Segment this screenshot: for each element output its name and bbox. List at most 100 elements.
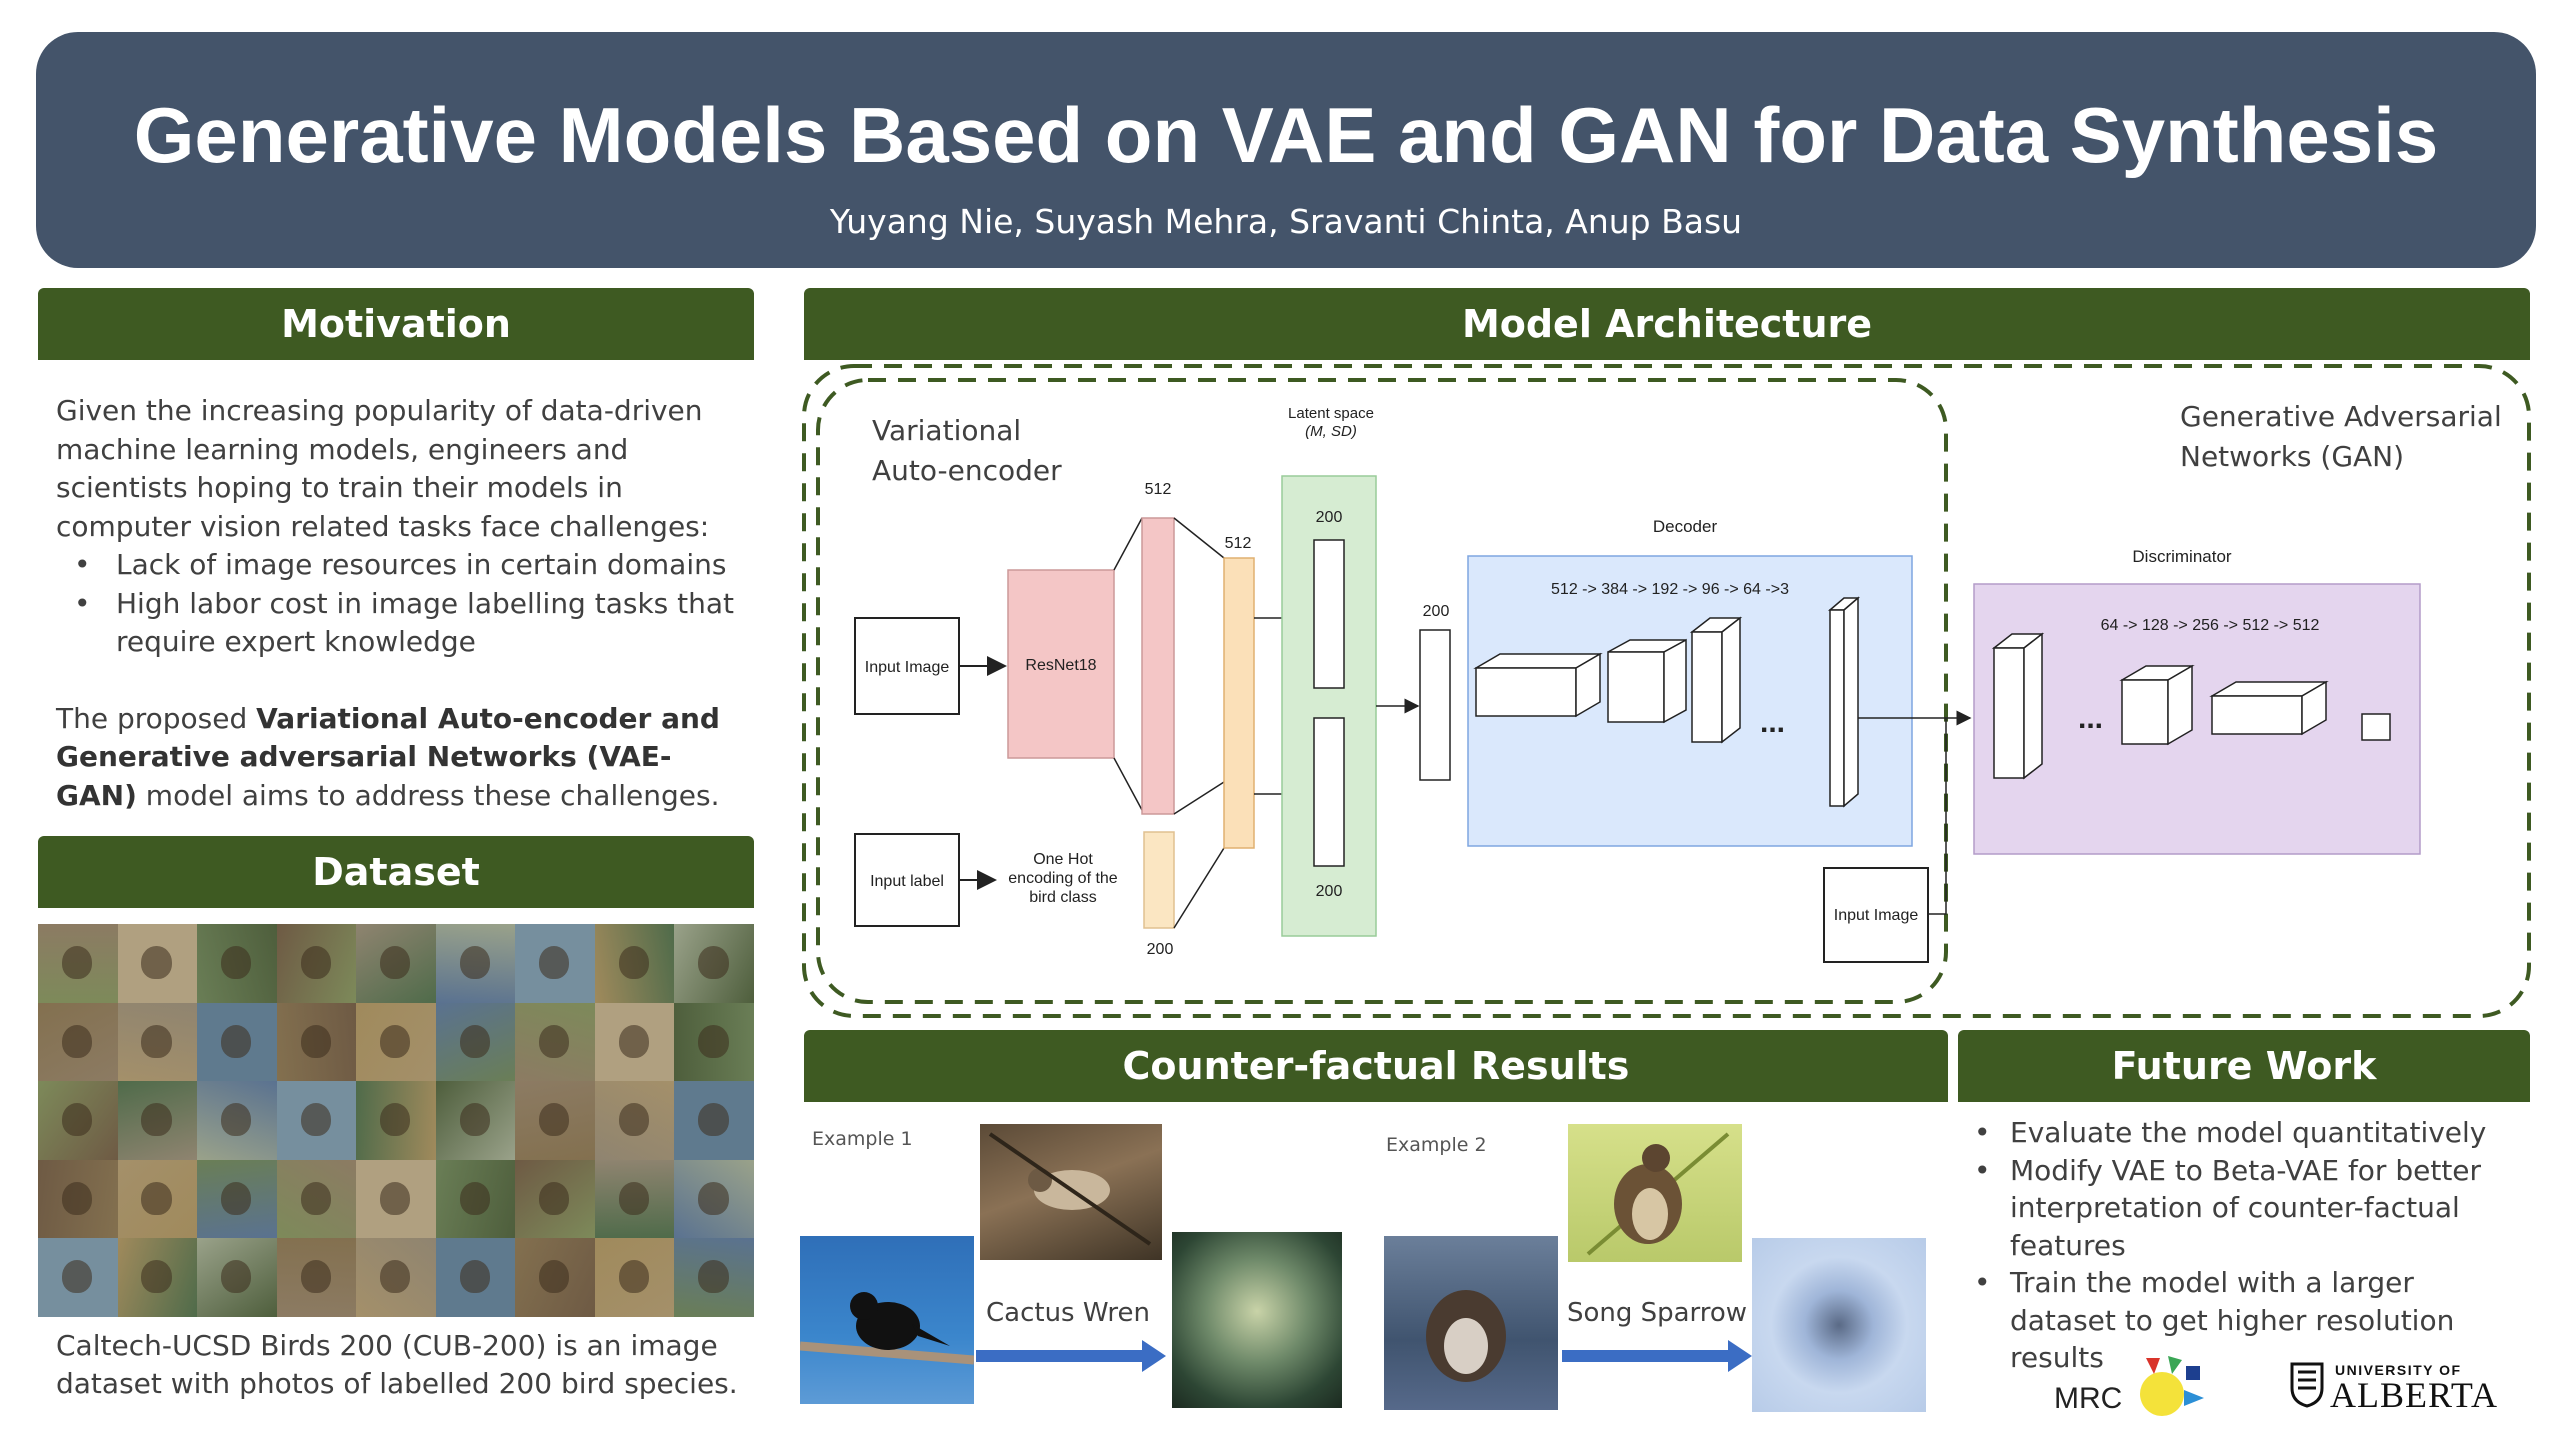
dataset-bird-thumbnail: [435, 1081, 516, 1160]
disc-input-image-box: [1823, 867, 1929, 963]
dataset-bird-thumbnail: [276, 1081, 357, 1160]
dataset-bird-thumbnail: [197, 1002, 277, 1082]
dataset-bird-thumbnail: [38, 924, 118, 1003]
dataset-bird-thumbnail: [356, 1238, 436, 1317]
dataset-bird-thumbnail: [515, 924, 595, 1003]
dataset-bird-thumbnail: [435, 924, 516, 1003]
example-1-source-photo: [800, 1236, 974, 1404]
vae-label: Auto-encoder: [872, 454, 1062, 487]
dim-label: 200: [1147, 941, 1174, 958]
dataset-bird-thumbnail: [594, 1159, 675, 1239]
example-1-target-photo: [980, 1124, 1162, 1260]
dataset-caption: Caltech-UCSD Birds 200 (CUB-200) is an i…: [56, 1329, 738, 1400]
input-image-label: Input Image: [865, 659, 950, 676]
latent-label: Latent space: [1288, 405, 1374, 422]
gan-label: Generative Adversarial: [2180, 400, 2502, 433]
ua-logo-big-text: ALBERTA: [2330, 1375, 2498, 1415]
dataset-bird-thumbnail: [38, 1159, 118, 1239]
ua-logo-small-text: UNIVERSITY OF: [2335, 1362, 2462, 1378]
dataset-bird-thumbnail: [117, 924, 198, 1003]
dataset-bird-thumbnail: [594, 1238, 675, 1317]
example-2-target-label: Song Sparrow: [1566, 1298, 1748, 1328]
mrc-logo-text: MRC: [2054, 1382, 2122, 1415]
proposal-pre: The proposed: [56, 701, 257, 735]
one-hot-label: bird class: [1029, 889, 1097, 906]
dataset-bird-thumbnail: [594, 924, 675, 1003]
motivation-bullets: Lack of image resources in certain domai…: [56, 546, 746, 662]
example-1-arrow: [976, 1340, 1166, 1372]
dataset-bird-thumbnail: [117, 1002, 198, 1082]
dim-label: 512: [1145, 481, 1172, 498]
resnet-label: ResNet18: [1025, 657, 1096, 674]
sd-vector: [1313, 717, 1345, 867]
title-banner: Generative Models Based on VAE and GAN f…: [36, 32, 2536, 268]
disc-dims: 64 -> 128 -> 256 -> 512 -> 512: [2101, 617, 2320, 634]
dataset-bird-thumbnail: [674, 1002, 754, 1082]
dataset-bird-thumbnail: [38, 1002, 118, 1082]
example-2-arrow: [1562, 1340, 1752, 1372]
example-1-label: Example 1: [812, 1128, 913, 1150]
one-hot-label: One Hot: [1033, 851, 1093, 868]
example-2-source-photo: [1384, 1236, 1558, 1410]
dataset-bird-thumbnail: [117, 1238, 198, 1317]
architecture-heading: Model Architecture: [804, 288, 2530, 360]
latent-dim-label: 200: [1316, 509, 1343, 526]
dataset-bird-thumbnail: [276, 1002, 357, 1082]
dataset-bird-thumbnail: [515, 1081, 595, 1160]
example-1-target-label: Cactus Wren: [986, 1298, 1150, 1328]
discriminator-block: [1973, 583, 2421, 855]
decoder-label: Decoder: [1653, 517, 1718, 536]
resnet-block: [1007, 569, 1115, 759]
poster-authors: Yuyang Nie, Suyash Mehra, Sravanti Chint…: [829, 202, 1743, 241]
input-label-text: Input label: [870, 873, 944, 890]
dataset-image-mosaic: [38, 924, 754, 1317]
results-heading: Counter-factual Results: [804, 1030, 1948, 1102]
dataset-bird-thumbnail: [117, 1081, 198, 1160]
dataset-bird-thumbnail: [356, 924, 436, 1003]
dataset-bird-thumbnail: [197, 924, 277, 1003]
dataset-bird-thumbnail: [38, 1081, 118, 1160]
dataset-bird-thumbnail: [276, 1238, 357, 1317]
example-1-generated-image: [1172, 1232, 1342, 1408]
architecture-diagram: Variational Auto-encoder Generative Adve…: [802, 364, 2531, 1018]
future-work-item: Evaluate the model quantitatively: [1960, 1114, 2520, 1152]
future-work-heading: Future Work: [1958, 1030, 2530, 1102]
example-2-target-photo: [1568, 1124, 1742, 1262]
mrc-logo: MRC: [2050, 1350, 2220, 1420]
motivation-heading: Motivation: [38, 288, 754, 360]
dataset-bird-thumbnail: [38, 1238, 118, 1317]
dataset-bird-thumbnail: [435, 1002, 516, 1082]
dataset-bird-thumbnail: [276, 924, 357, 1003]
proposal-model-name: Variational Auto-encoder and Generative …: [56, 701, 720, 812]
z-dim-label: 200: [1423, 603, 1450, 620]
latent-dim-label: 200: [1316, 883, 1343, 900]
motivation-text: Given the increasing popularity of data-…: [56, 392, 746, 815]
vae-dashed-frame: [816, 378, 1948, 1004]
dataset-bird-thumbnail: [515, 1002, 595, 1082]
feature-layer-512: [1141, 517, 1175, 815]
dataset-bird-thumbnail: [356, 1159, 436, 1239]
discriminator-layers: [1991, 632, 2391, 780]
motivation-bullet: High labor cost in image labelling tasks…: [56, 585, 746, 662]
dataset-bird-thumbnail: [117, 1159, 198, 1239]
dataset-bird-thumbnail: [435, 1159, 516, 1239]
dim-label: 512: [1225, 535, 1252, 552]
discriminator-label: Discriminator: [2132, 547, 2232, 566]
dataset-bird-thumbnail: [674, 1238, 754, 1317]
dataset-bird-thumbnail: [356, 1081, 436, 1160]
vae-label: Variational: [872, 414, 1021, 447]
disc-ellipsis: ...: [2078, 702, 2103, 735]
example-2-label: Example 2: [1386, 1134, 1487, 1156]
input-label-box: [854, 833, 960, 927]
dataset-bird-thumbnail: [674, 924, 754, 1003]
proposal-post: model aims to address these challenges.: [136, 778, 720, 812]
future-work-item: Modify VAE to Beta-VAE for better interp…: [1960, 1152, 2520, 1265]
dataset-bird-thumbnail: [674, 1081, 754, 1160]
latent-label: (M, SD): [1305, 423, 1357, 440]
dataset-bird-thumbnail: [197, 1159, 277, 1239]
gan-label: Networks (GAN): [2180, 440, 2404, 473]
motivation-intro: Given the increasing popularity of data-…: [56, 394, 710, 543]
disc-input-image-label: Input Image: [1834, 907, 1919, 924]
z-vector: [1419, 629, 1451, 781]
dataset-bird-thumbnail: [594, 1081, 675, 1160]
